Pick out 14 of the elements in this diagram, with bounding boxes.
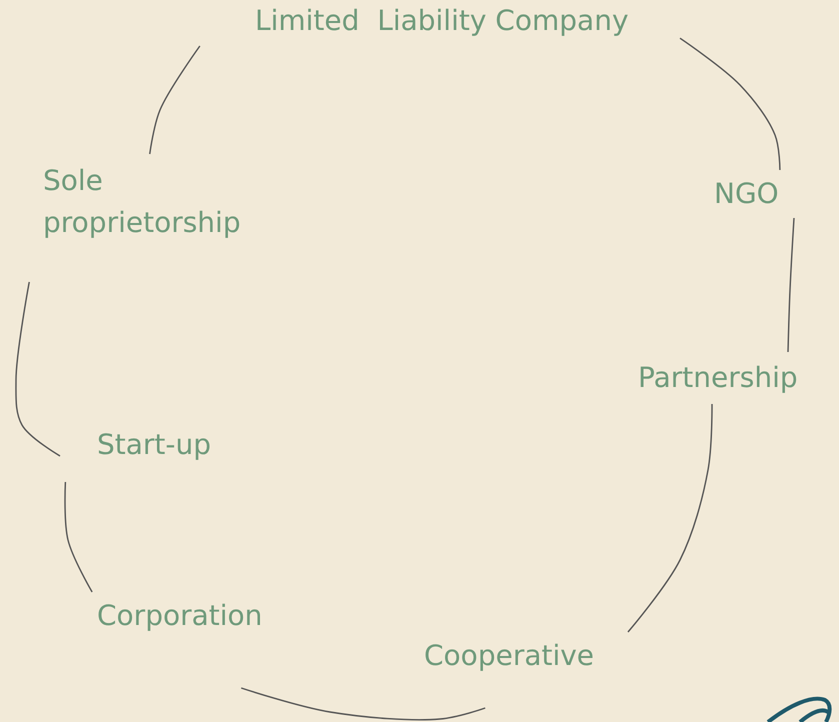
node-label: Sole proprietorship xyxy=(24,154,286,282)
connector-line xyxy=(149,46,200,154)
connector-line xyxy=(787,218,795,352)
node-label: Start-up xyxy=(60,420,240,482)
node-label: Limited Liability Company xyxy=(195,0,680,46)
connector-line xyxy=(680,38,781,170)
connector-line xyxy=(64,482,93,592)
node-label: Cooperative xyxy=(418,632,628,708)
node-label: NGO xyxy=(706,170,794,218)
connector-line xyxy=(240,687,486,720)
node-label: Partnership xyxy=(632,352,832,404)
connector-line xyxy=(15,282,60,457)
node-label: Corporation xyxy=(90,592,300,688)
connector-line xyxy=(627,404,713,632)
